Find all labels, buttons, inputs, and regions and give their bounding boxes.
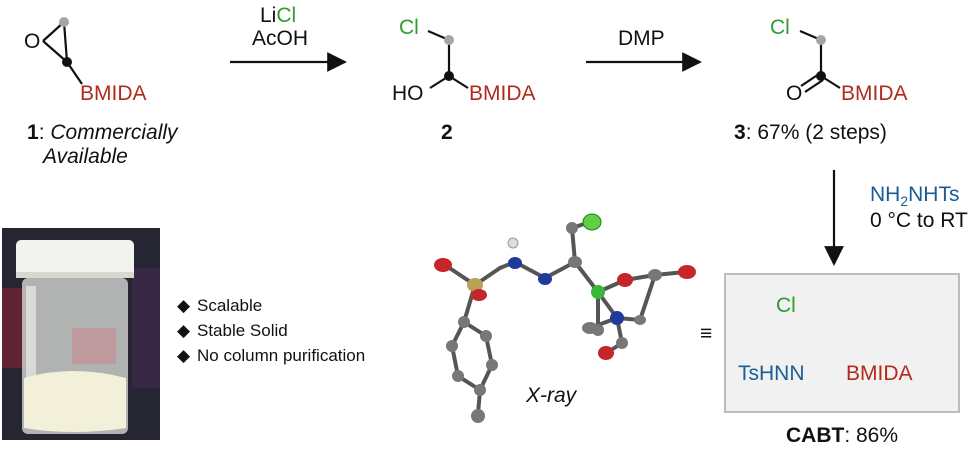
vial-illustration — [2, 228, 160, 440]
compound-2-number: 2 — [441, 121, 453, 144]
equivalence-symbol: ≡ — [700, 322, 713, 345]
feature-label: Stable Solid — [197, 321, 288, 340]
cabt-caption: CABT: 86% — [786, 424, 898, 448]
compound-1-number: 1 — [27, 121, 39, 144]
compound-2-structure — [427, 29, 469, 89]
step-1-reagent-licl: LiCl — [260, 4, 296, 28]
compound-3-cl-label: Cl — [770, 16, 790, 39]
feature-label: Scalable — [197, 296, 263, 315]
compound-1-bmida-label: BMIDA — [80, 82, 147, 105]
compound-3-number: 3 — [734, 121, 746, 144]
diamond-bullet-icon: ◆ — [177, 346, 191, 365]
reagent-nh: NH — [870, 183, 901, 206]
reagent-subscript: 2 — [900, 193, 909, 210]
cabt-bmida-label: BMIDA — [846, 362, 913, 385]
feature-item: ◆ Scalable — [177, 293, 365, 318]
xray-label: X-ray — [526, 384, 577, 407]
step-3-reagent: NH2NHTs — [870, 183, 959, 209]
step-3-conditions: 0 °C to RT — [870, 209, 968, 232]
cabt-cl-label: Cl — [776, 294, 796, 317]
feature-label: No column purification — [197, 346, 366, 365]
cabt-tshnn-label: TsHNN — [738, 362, 805, 385]
compound-1-structure — [42, 17, 83, 85]
reagent-nhts: NHTs — [908, 183, 960, 206]
compound-1-caption: 1: Commercially — [27, 121, 178, 144]
step-1-reagent-acoh: AcOH — [252, 27, 309, 50]
product-vial-photo — [2, 228, 160, 440]
compound-2-bmida-label: BMIDA — [469, 82, 536, 105]
diamond-bullet-icon: ◆ — [177, 296, 191, 315]
diamond-bullet-icon: ◆ — [177, 321, 191, 340]
compound-2-cl-label: Cl — [399, 16, 419, 39]
epoxide-oxygen-label: O — [24, 30, 41, 53]
feature-item: ◆ Stable Solid — [177, 318, 365, 343]
compound-2-ho-label: HO — [392, 82, 424, 105]
compound-3-structure — [799, 29, 841, 93]
compound-3-bmida-label: BMIDA — [841, 82, 908, 105]
compound-3-caption: 3: 67% (2 steps) — [734, 121, 887, 145]
compound-1-desc-line1: Commercially — [50, 121, 178, 144]
reagent-cl: Cl — [276, 4, 297, 27]
step-2-reagent-dmp: DMP — [618, 27, 665, 50]
feature-item: ◆ No column purification — [177, 343, 365, 368]
xray-structure — [434, 213, 696, 423]
cabt-highlight-box — [724, 273, 960, 413]
compound-3-oxygen-label: O — [786, 82, 803, 105]
cabt-yield: : 86% — [844, 424, 899, 447]
reagent-li: Li — [260, 4, 277, 27]
cabt-name: CABT — [786, 424, 845, 447]
feature-list: ◆ Scalable ◆ Stable Solid ◆ No column purif… — [177, 293, 365, 368]
compound-1-desc-line2: Available — [43, 145, 128, 168]
compound-3-yield: : 67% (2 steps) — [745, 121, 887, 144]
